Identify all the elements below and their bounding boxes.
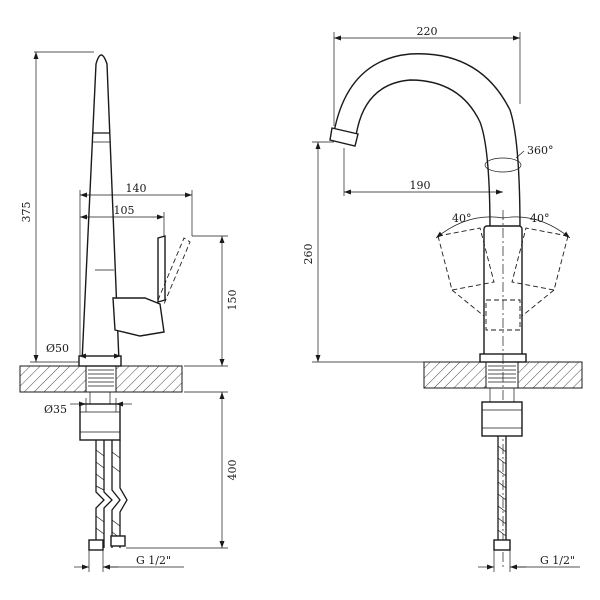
- side-lever: [157, 235, 166, 303]
- side-base: [78, 355, 122, 367]
- dim-handle-height: 150: [226, 290, 239, 311]
- dim-handle-offset: 105: [114, 204, 135, 217]
- angle-arc-left: [435, 216, 504, 239]
- front-swivel-ring: [484, 157, 522, 173]
- side-faucet-body: [81, 54, 120, 363]
- dim-height-total: 375: [20, 202, 33, 223]
- dim-width-total: 220: [417, 25, 438, 38]
- side-hoses: [95, 440, 128, 548]
- dim-shank-diameter: Ø35: [44, 403, 67, 416]
- dim-side-connection: G 1/2": [136, 554, 171, 567]
- dim-angle-right: 40°: [530, 212, 550, 225]
- front-handle: [485, 299, 521, 331]
- side-lever-dashed: [157, 237, 191, 305]
- side-shank: [79, 403, 121, 441]
- dim-base-diameter: Ø50: [46, 342, 69, 355]
- side-handle: [112, 297, 165, 337]
- front-hose: [497, 436, 507, 542]
- front-connector: [493, 539, 511, 551]
- front-aerator: [329, 127, 359, 147]
- dim-spout-height: 260: [302, 244, 315, 265]
- front-handle-swing-right: [511, 227, 569, 291]
- dim-spout-reach: 190: [410, 179, 431, 192]
- dim-hose-length: 400: [226, 460, 239, 481]
- side-thread: [88, 369, 114, 387]
- angle-arc-right: [502, 216, 571, 239]
- side-connector-left: [88, 539, 104, 551]
- dim-front-connection: G 1/2": [540, 554, 575, 567]
- front-shank: [481, 401, 523, 437]
- dim-swivel: 360°: [527, 144, 554, 157]
- front-spout: [333, 53, 521, 231]
- front-handle-swing-left: [437, 227, 495, 291]
- front-view: 220 360° 190 40° 40° 260 G 1/2": [302, 25, 583, 572]
- side-view: 375 140 105 150 Ø50 Ø35 400: [19, 51, 239, 572]
- dim-angle-left: 40°: [452, 212, 472, 225]
- dim-reach: 140: [126, 182, 147, 195]
- side-connector-right: [110, 535, 126, 547]
